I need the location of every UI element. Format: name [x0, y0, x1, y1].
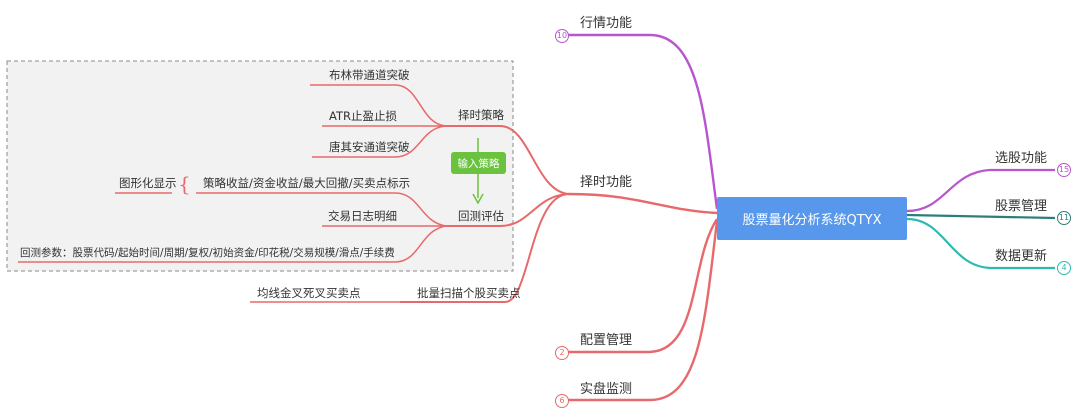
- timing-group-frame: [6, 60, 514, 272]
- node-params[interactable]: 回测参数：股票代码/起始时间/周期/复权/初始资金/印花税/交易规模/滑点/手续…: [20, 247, 395, 259]
- node-graphic[interactable]: 图形化显示: [119, 176, 177, 190]
- node-market[interactable]: 行情功能: [580, 16, 633, 31]
- edge-metrics: [196, 192, 447, 227]
- node-strategy-item[interactable]: 布林带通道突破: [329, 68, 410, 82]
- node-strategy-item[interactable]: ATR止盈止损: [329, 109, 397, 123]
- arrow-head-icon: [472, 193, 484, 205]
- count-badge-config[interactable]: 2: [555, 346, 569, 360]
- count-badge-stock-select[interactable]: 15: [1057, 163, 1071, 177]
- node-stock-manage[interactable]: 股票管理: [995, 199, 1048, 214]
- root-node[interactable]: 股票量化分析系统QTYX: [717, 197, 907, 240]
- node-metrics[interactable]: 策略收益/资金收益/最大回撤/买卖点标示: [203, 176, 411, 190]
- node-strategy[interactable]: 择时策略: [458, 108, 504, 122]
- edge-realtime: [568, 220, 719, 402]
- edge-backtest: [446, 193, 569, 227]
- count-badge-market[interactable]: 10: [555, 29, 569, 43]
- edge-market: [568, 33, 719, 210]
- node-timing[interactable]: 择时功能: [580, 175, 633, 190]
- node-strategy-item[interactable]: 唐其安通道突破: [329, 140, 410, 154]
- node-config[interactable]: 配置管理: [580, 333, 633, 348]
- edge-timing: [567, 192, 718, 215]
- count-badge-data-update[interactable]: 4: [1057, 261, 1071, 275]
- count-badge-realtime[interactable]: 6: [555, 394, 569, 408]
- node-data-update[interactable]: 数据更新: [995, 249, 1048, 264]
- edge-strategy-3: [312, 125, 447, 158]
- brace-icon: {: [178, 172, 191, 196]
- edge-config: [568, 218, 719, 354]
- node-backtest[interactable]: 回测评估: [458, 209, 504, 223]
- edge-batch-scan: [400, 193, 569, 303]
- input-strategy-box[interactable]: 输入策略: [451, 152, 506, 174]
- edge-strategy-1: [310, 84, 447, 127]
- count-badge-stock-manage[interactable]: 11: [1057, 211, 1071, 225]
- node-stock-select[interactable]: 选股功能: [995, 151, 1048, 166]
- edge-strategy: [446, 125, 569, 195]
- edge-data-update: [906, 217, 1055, 270]
- node-realtime[interactable]: 实盘监测: [580, 382, 633, 397]
- node-batch-item[interactable]: 均线金叉死叉买卖点: [257, 286, 361, 300]
- edge-stock-manage: [906, 213, 1056, 220]
- node-batch-scan[interactable]: 批量扫描个股买卖点: [417, 286, 521, 300]
- edge-stock-select: [906, 168, 1055, 213]
- node-log[interactable]: 交易日志明细: [328, 209, 397, 223]
- edge-params: [18, 225, 447, 263]
